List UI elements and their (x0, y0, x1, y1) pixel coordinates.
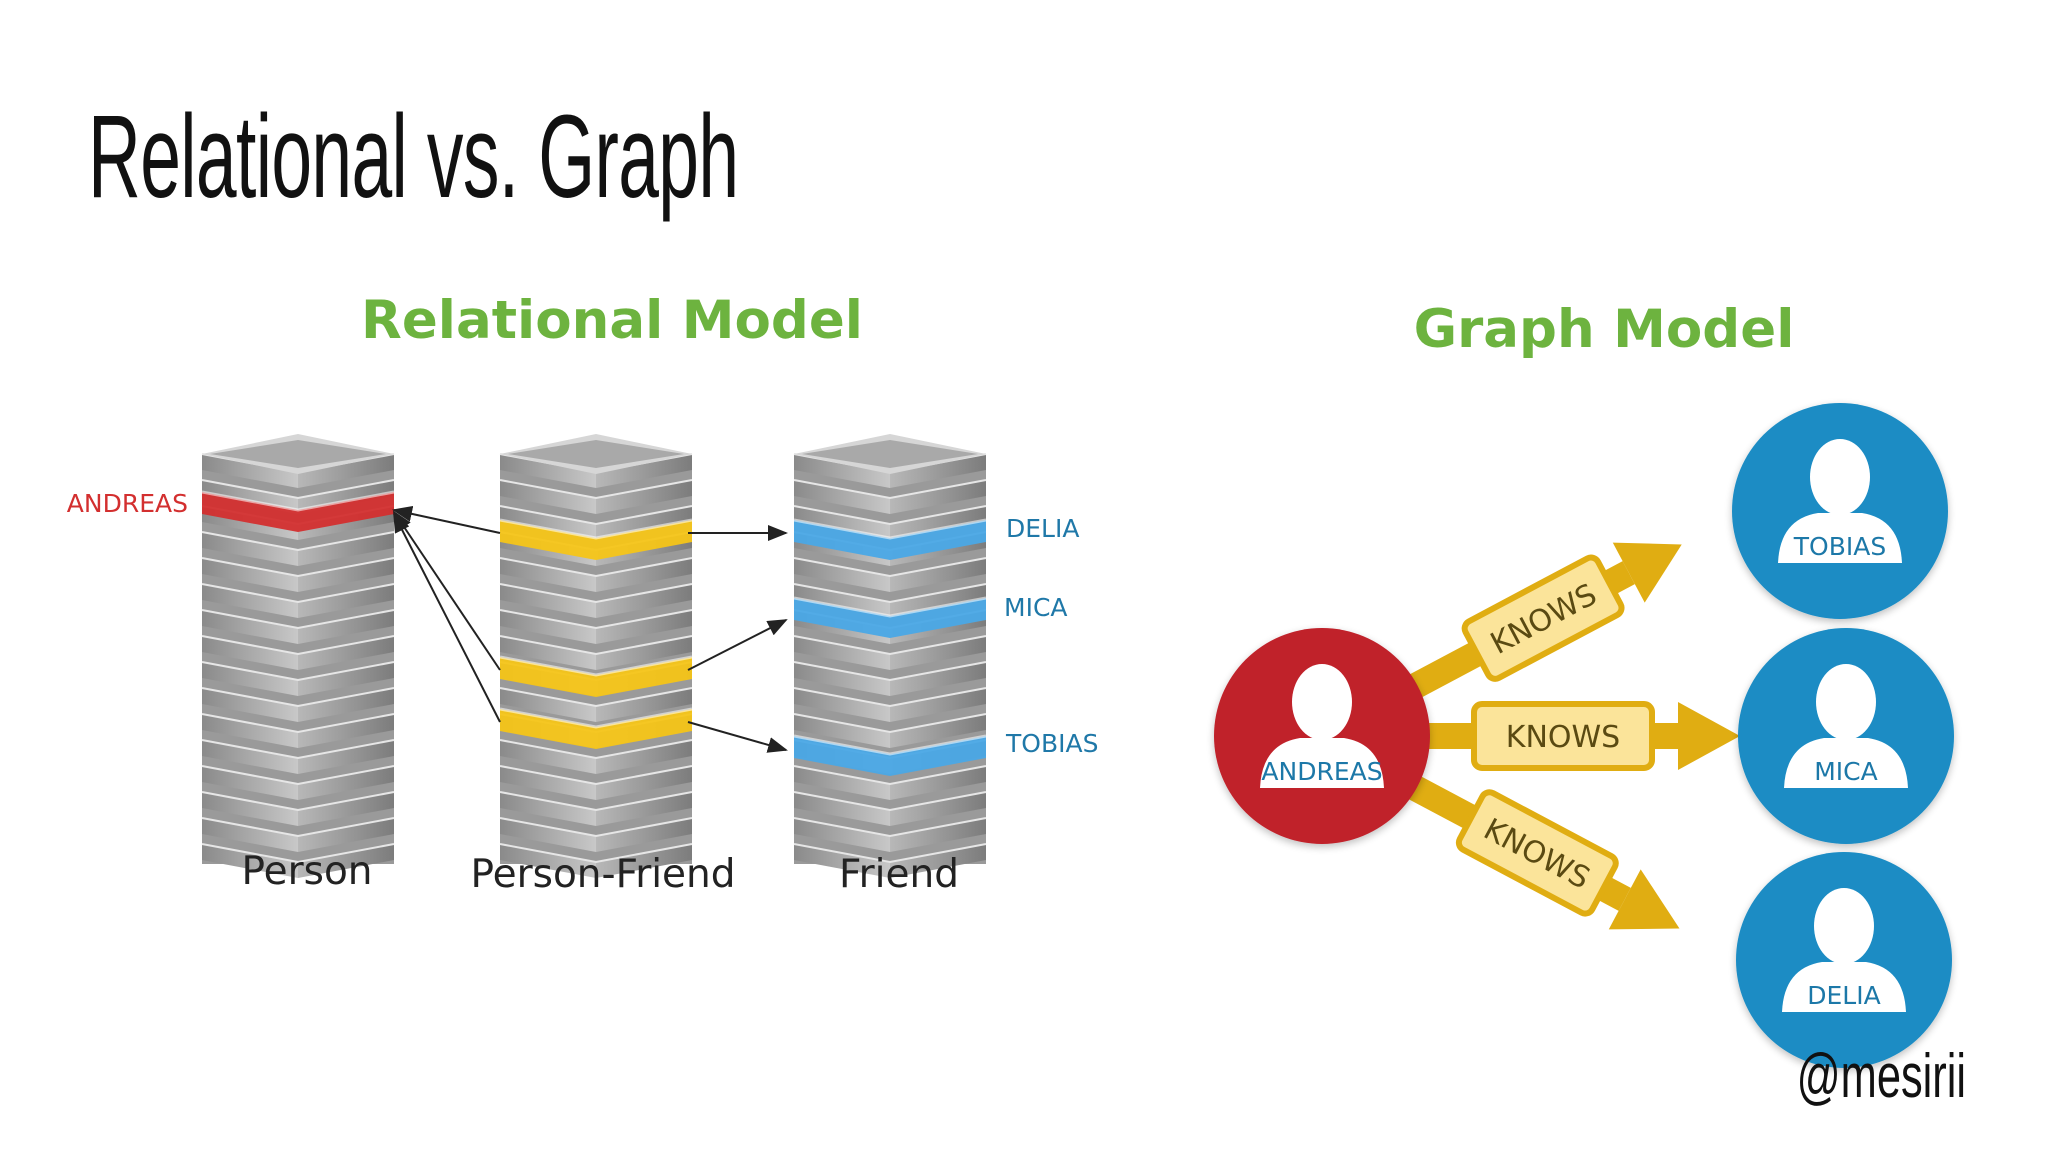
graph-nodes: ANDREAS TOBIAS MICA DELIA (1214, 403, 1954, 1068)
friend-table-row (793, 687, 987, 722)
person-table-top (202, 434, 394, 474)
person-friend-table-row (499, 583, 693, 618)
person-table-row (201, 531, 395, 566)
node-tobias-label: TOBIAS (1793, 532, 1886, 561)
row-highlight-tobias (793, 734, 987, 776)
connector-join-2-to-friend (687, 619, 788, 671)
person-table-row (201, 661, 395, 696)
friend-table-row (793, 583, 987, 618)
edge-andreas-mica: KNOWS (1428, 701, 1740, 771)
connector-join-3-to-person (393, 512, 501, 723)
relational-model-title: Relational Model (361, 290, 863, 351)
person-icon (1782, 888, 1906, 1012)
node-mica-label: MICA (1814, 757, 1878, 786)
person-friend-table-row (499, 817, 693, 852)
node-mica: MICA (1738, 628, 1954, 844)
table-stack-person-friend (499, 434, 693, 878)
node-delia-label: DELIA (1807, 981, 1880, 1010)
friend-table-row (793, 791, 987, 826)
person-friend-table-row (499, 843, 693, 878)
person-icon (1778, 439, 1902, 563)
person-friend-table-row (499, 609, 693, 644)
person-table-row (201, 791, 395, 826)
friend-table-row (793, 635, 987, 670)
friend-table-row (793, 479, 987, 514)
person-friend-table-row (499, 791, 693, 826)
friend-table-row (793, 843, 987, 878)
friend-table-top (794, 434, 986, 474)
graph-model: Graph Model KNOWS KNOWS (1214, 299, 1954, 1068)
row-highlight-andreas (201, 490, 395, 532)
graph-model-title: Graph Model (1414, 299, 1795, 360)
node-andreas: ANDREAS (1214, 628, 1430, 844)
person-table-row (201, 609, 395, 644)
person-friend-table-row (499, 479, 693, 514)
row-highlight-join-3 (499, 707, 693, 749)
friend-table-row (793, 557, 987, 592)
node-tobias: TOBIAS (1732, 403, 1948, 619)
person-table-row (201, 687, 395, 722)
row-highlight-mica (793, 596, 987, 638)
person-table-row (201, 817, 395, 852)
friend-table-row (793, 713, 987, 748)
person-friend-table-row (499, 687, 693, 722)
author-handle: @mesirii (1796, 1042, 1966, 1111)
person-table-row (201, 713, 395, 748)
person-table-row (201, 739, 395, 774)
person-table-row (201, 843, 395, 878)
row-highlight-delia (793, 518, 987, 560)
friend-table-row (793, 505, 987, 540)
person-table-row (201, 557, 395, 592)
node-delia: DELIA (1736, 852, 1952, 1068)
row-highlight-join-2 (499, 655, 693, 697)
person-table-row (201, 765, 395, 800)
friend-table-row (793, 765, 987, 800)
edge-label-knows-mica: KNOWS (1506, 720, 1620, 755)
person-friend-table-row (499, 557, 693, 592)
connector-join-3-to-friend (687, 721, 788, 753)
edge-andreas-tobias: KNOWS (1401, 542, 1682, 702)
relational-model: Relational Model ANDREAS DELIA MICA TOBI… (67, 290, 1099, 897)
table-stack-person (201, 434, 395, 878)
person-friend-table-row (499, 635, 693, 670)
row-label-andreas: ANDREAS (67, 489, 188, 518)
node-andreas-label: ANDREAS (1261, 757, 1382, 786)
slide-title: Relational vs. Graph (88, 91, 739, 223)
connector-join-2-to-person (392, 510, 501, 671)
relational-connectors (392, 505, 788, 753)
highlighted-rows (201, 490, 987, 776)
person-table-row (201, 583, 395, 618)
person-friend-table-row (499, 505, 693, 540)
table-label-friend: Friend (839, 852, 959, 897)
friend-table-row (793, 661, 987, 696)
connector-join-1-to-person (392, 505, 501, 534)
person-icon (1784, 664, 1908, 788)
table-label-person-friend: Person-Friend (470, 852, 735, 897)
row-label-delia: DELIA (1006, 514, 1079, 543)
table-stack-friend (793, 434, 987, 878)
person-friend-table-top (500, 434, 692, 474)
friend-table-row (793, 817, 987, 852)
table-label-person: Person (241, 849, 372, 894)
row-highlight-join-1 (499, 518, 693, 560)
person-icon (1260, 664, 1384, 788)
row-label-mica: MICA (1004, 593, 1068, 622)
person-friend-table-row (499, 765, 693, 800)
person-table-row (201, 635, 395, 670)
row-label-tobias: TOBIAS (1005, 729, 1098, 758)
edge-andreas-delia: KNOWS (1397, 770, 1680, 930)
graph-edges: KNOWS KNOWS KNOWS (1397, 542, 1740, 930)
person-friend-table-row (499, 739, 693, 774)
